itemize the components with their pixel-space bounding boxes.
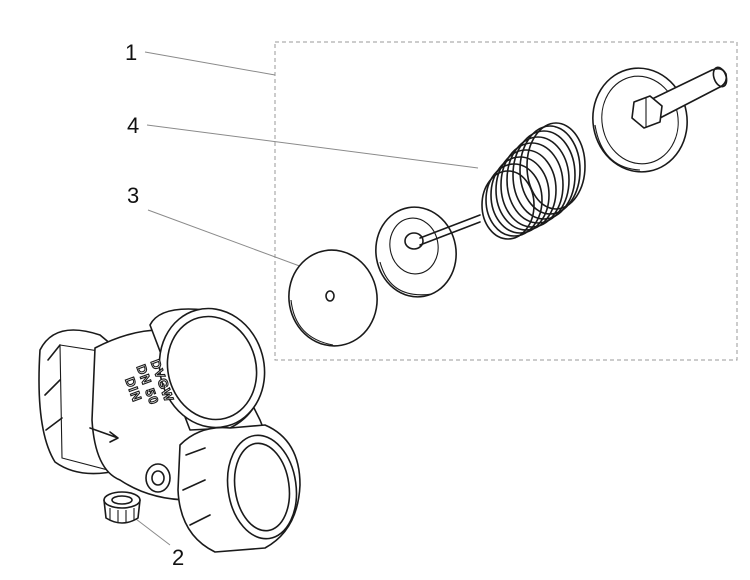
callout-3: 3 <box>127 183 139 208</box>
part-3-disc <box>288 249 378 347</box>
leader-3 <box>147 209 306 269</box>
part-4-spring <box>481 122 586 240</box>
callout-2: 2 <box>172 545 184 570</box>
leader-lines <box>131 51 479 546</box>
part-2-plug <box>103 491 141 524</box>
leader-2 <box>131 515 171 546</box>
hex-nut <box>631 95 663 129</box>
leader-4 <box>146 124 479 169</box>
cap-with-shaft <box>592 66 728 173</box>
assembly-1-boundary <box>274 41 738 361</box>
valve-stem <box>419 214 481 246</box>
valve-body: DVGW DN 50 DIN <box>38 307 301 553</box>
plate-hub <box>404 232 424 250</box>
flow-arrow <box>89 427 119 443</box>
disc-center-hole <box>325 290 335 302</box>
callout-4: 4 <box>127 113 139 138</box>
leader-1 <box>144 51 276 76</box>
side-port <box>145 463 171 493</box>
valve-plate-with-stem <box>375 206 481 298</box>
callout-1: 1 <box>125 40 137 65</box>
